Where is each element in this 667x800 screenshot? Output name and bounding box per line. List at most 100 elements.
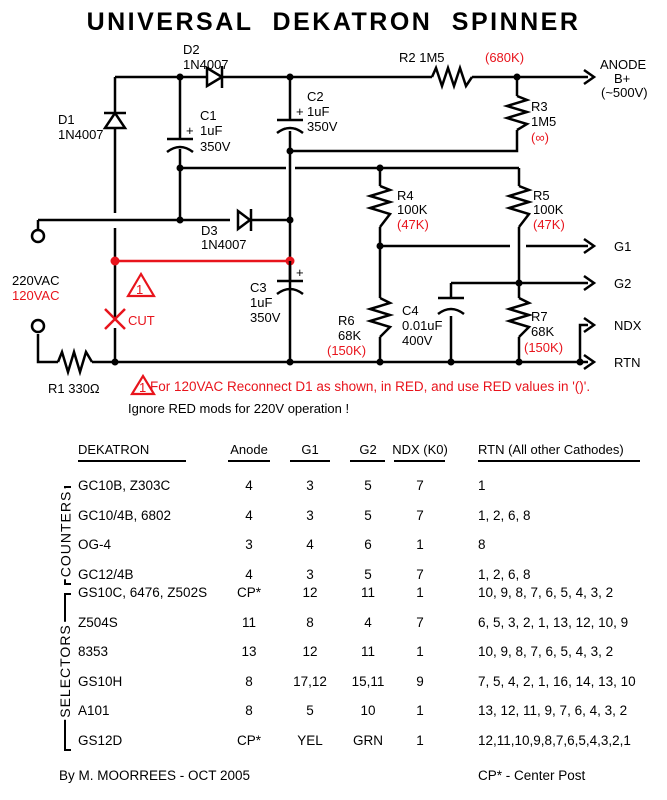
input-voltage: 220VAC (12, 273, 59, 288)
c2-rating: 350V (307, 119, 338, 134)
pin-cell: 5 (364, 507, 372, 523)
anode-b-label: B+ (614, 71, 630, 86)
pin-cell: 11 (241, 614, 257, 630)
capacitor-c1 (166, 137, 194, 154)
pin-cell: 1 (416, 644, 424, 659)
pin-cell: 8 (306, 614, 314, 630)
pin-cell: 5 (364, 478, 372, 493)
pin-cell: 7, 5, 4, 2, 1, 16, 14, 13, 10 (478, 673, 636, 689)
c2-value: 1uF (307, 104, 329, 119)
pin-cell: 1, 2, 6, 8 (478, 507, 531, 523)
group-label: SELECTORS (56, 621, 73, 720)
anode-voltage: (~500V) (601, 85, 648, 100)
pin-cell: 4 (364, 614, 372, 630)
pin-cell: 3 (306, 566, 314, 582)
r2-alt: (680K) (485, 50, 524, 65)
capacitor-c2 (276, 118, 304, 135)
c4-rating: 400V (402, 333, 433, 348)
pin-cell: 3 (306, 478, 314, 493)
r6-alt: (150K) (327, 343, 366, 358)
tube-name-cell: GC12/4B (78, 566, 134, 582)
group-bracket-tick (64, 582, 71, 585)
ac-terminal (30, 318, 46, 334)
d3-value: 1N4007 (201, 237, 247, 252)
pin-cell: 6, 5, 3, 2, 1, 13, 12, 10, 9 (478, 614, 629, 630)
input-voltage-alt: 120VAC (12, 288, 59, 303)
tube-name-cell: GC10/4B, 6802 (78, 507, 172, 523)
diode-d2 (205, 65, 225, 89)
pin-cell: 5 (306, 703, 314, 718)
pin-cell: 12 (302, 585, 318, 600)
r4-value: 100K (397, 202, 428, 217)
pin-cell: 3 (245, 537, 253, 552)
r3-value: 1M5 (531, 114, 556, 129)
schematic: 1 1 D2 1N4007 D1 1N4007 C1 + 1uF 350V C2… (12, 42, 648, 396)
r3-alt: (∞) (531, 130, 549, 145)
header-underline (228, 460, 270, 462)
tube-name-cell: A101 (78, 703, 110, 718)
column-header: Anode (230, 442, 268, 457)
pin-cell: 17,12 (293, 673, 327, 689)
warning-triangle-icon: 1 (130, 373, 156, 396)
r6-value: 68K (338, 328, 361, 343)
anode-label: ANODE (600, 57, 647, 72)
r5-ref: R5 (533, 188, 550, 203)
r5-alt: (47K) (533, 217, 565, 232)
diode-d3 (236, 208, 253, 232)
diode-d1 (102, 110, 128, 130)
c2-ref: C2 (307, 89, 324, 104)
pin-cell: CP* (236, 585, 262, 600)
ndx-label: NDX (614, 318, 642, 333)
r2-ref: R2 1M5 (399, 50, 445, 65)
pin-cell: CP* (236, 732, 262, 748)
pin-cell: 10 (360, 703, 376, 718)
tube-name-cell: GS12D (78, 732, 123, 748)
svg-text:1: 1 (136, 282, 143, 297)
column-header: G1 (301, 442, 319, 457)
pin-cell: 1 (416, 537, 424, 552)
header-underline (290, 460, 330, 462)
pin-cell: 8 (245, 673, 253, 689)
g1-label: G1 (614, 239, 631, 254)
group-bracket-tick (64, 486, 71, 488)
g2-label: G2 (614, 276, 631, 291)
note-220v: Ignore RED mods for 220V operation ! (128, 401, 350, 416)
tube-name-cell: 8353 (78, 644, 109, 659)
pin-cell: 1 (478, 478, 486, 493)
pin-cell: 11 (360, 644, 376, 659)
pin-cell: 8 (245, 703, 253, 718)
pin-cell: 4 (245, 478, 253, 493)
d2-value: 1N4007 (183, 57, 229, 72)
author-credit: By M. MOORREES - OCT 2005 (59, 768, 251, 783)
column-header: RTN (All other Cathodes) (478, 442, 624, 457)
cp-legend: CP* - Center Post (478, 768, 586, 783)
pin-cell: 1 (416, 585, 424, 600)
capacitor-c3 (276, 261, 304, 296)
pin-cell: 10, 9, 8, 7, 6, 5, 4, 3, 2 (478, 585, 614, 600)
pin-cell: 7 (416, 507, 424, 523)
resistor-r7 (504, 296, 534, 338)
header-underline (394, 460, 445, 462)
mod-junction (110, 256, 120, 266)
resistor-r5 (504, 184, 534, 228)
column-header: DEKATRON (78, 442, 150, 457)
pin-cell: YEL (297, 732, 323, 748)
pin-cell: 4 (245, 566, 253, 582)
pin-cell: 3 (306, 507, 314, 523)
resistor-r2 (430, 64, 474, 90)
arrow-icon (583, 68, 597, 371)
r7-alt: (150K) (524, 340, 563, 355)
pin-cell: 12 (302, 644, 318, 659)
c3-value: 1uF (250, 295, 272, 310)
cut-label: CUT (128, 313, 155, 328)
resistor-r1 (56, 347, 94, 377)
c2-plus: + (296, 104, 304, 119)
tube-name-cell: GS10H (78, 673, 123, 689)
d3-ref: D3 (201, 223, 218, 238)
r6-ref: R6 (338, 313, 355, 328)
pin-cell: 15,11 (351, 673, 385, 689)
pin-cell: 9 (416, 673, 424, 689)
tube-name-cell: Z504S (78, 614, 118, 630)
pin-cell: 1, 2, 6, 8 (478, 566, 531, 582)
